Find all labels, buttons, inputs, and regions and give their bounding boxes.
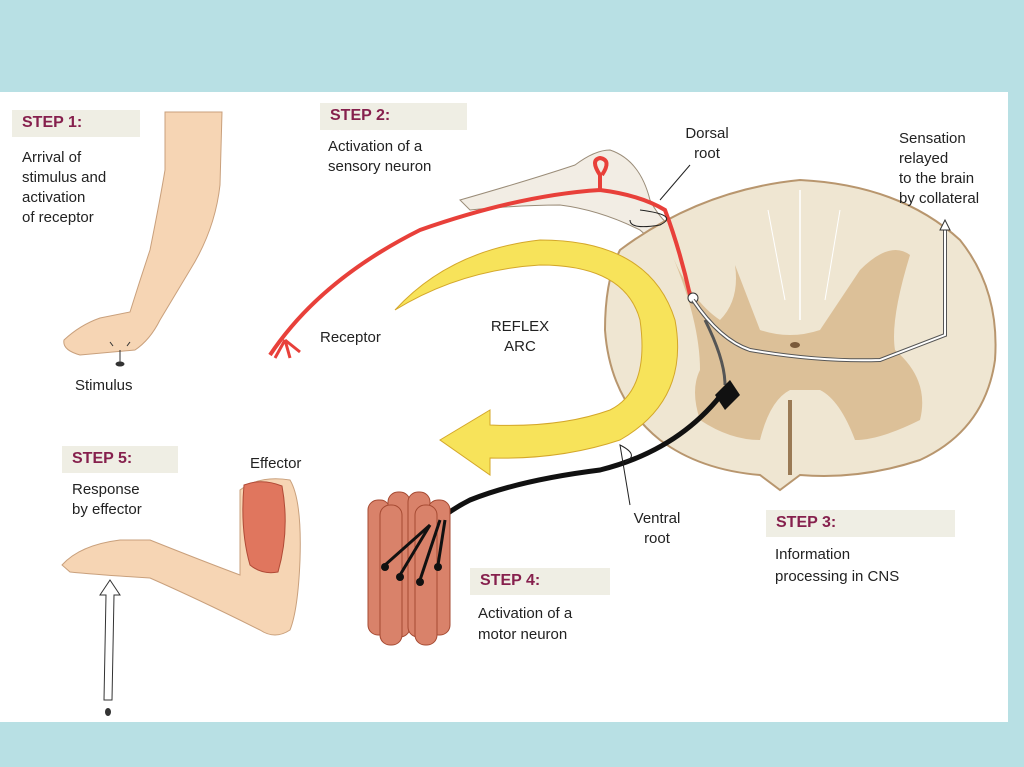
ventral-root-label: Ventral root (622, 509, 692, 549)
text-line: of receptor (22, 209, 94, 226)
arm-illustration-step5 (61, 478, 301, 636)
ventral-root-leader (619, 444, 632, 506)
dorsal-root-label: Dorsal root (672, 124, 742, 164)
step-5-label: STEP 5: (72, 450, 133, 467)
text-line: stimulus and (22, 169, 107, 186)
text-line: Information (775, 546, 851, 563)
text-line: motor neuron (478, 626, 568, 643)
text-line: Dorsal (685, 125, 729, 142)
central-canal (790, 342, 800, 348)
text-line: processing in CNS (775, 568, 900, 585)
text-line: Response (72, 481, 140, 498)
step-4-badge: STEP 4: (470, 568, 610, 595)
motor-cell-body (715, 380, 740, 410)
text-line: Ventral (633, 510, 681, 527)
step-3-description: Information processing in CNS (775, 544, 899, 588)
effector-label: Effector (250, 455, 302, 472)
reflex-arc-label: REFLEX ARC (485, 317, 555, 357)
collateral-arrow-icon (939, 218, 951, 231)
sensation-label: Sensation relayed to the brain by collat… (899, 129, 979, 209)
reflex-arc-arrow (394, 239, 679, 476)
sensory-cell-body (593, 155, 609, 190)
step-3-badge: STEP 3: (766, 510, 955, 537)
stimulus-pin-icon (109, 341, 131, 367)
sensory-neuron (268, 187, 692, 357)
text-line: sensory neuron (328, 158, 432, 175)
motor-end-plates (384, 519, 447, 581)
text-line: REFLEX (490, 318, 550, 335)
step-4-label: STEP 4: (480, 572, 541, 589)
text-line: Sensation (899, 130, 966, 147)
stimulus-label: Stimulus (75, 377, 133, 394)
step-1-description: Arrival of stimulus and activation of re… (22, 148, 106, 228)
step-1-label: STEP 1: (22, 114, 83, 131)
receptor-label: Receptor (320, 329, 381, 346)
text-line: Arrival of (22, 149, 82, 166)
step-5-description: Response by effector (72, 480, 142, 520)
dorsal-root-leader (629, 164, 691, 228)
step-4-description: Activation of a motor neuron (478, 603, 572, 645)
effector-muscle (242, 481, 286, 574)
text-line: to the brain (899, 170, 975, 187)
step-2-badge: STEP 2: (320, 103, 467, 130)
step-1-badge: STEP 1: (12, 110, 140, 137)
text-line: Activation of a (478, 605, 573, 622)
text-line: activation (22, 189, 86, 206)
muscle-fiber-bundle (367, 491, 451, 646)
arm-illustration-step1 (63, 111, 223, 356)
text-line: root (694, 145, 720, 162)
step-2-label: STEP 2: (330, 107, 391, 124)
text-line: by effector (72, 501, 142, 518)
text-line: root (644, 530, 670, 547)
text-line: by collateral (899, 190, 980, 207)
step-5-badge: STEP 5: (62, 446, 178, 473)
text-line: Activation of a (328, 138, 423, 155)
text-line: ARC (504, 338, 536, 355)
text-line: relayed (899, 150, 949, 167)
step-3-label: STEP 3: (776, 514, 837, 531)
response-arrow-icon (99, 579, 121, 716)
step-2-description: Activation of a sensory neuron (328, 137, 431, 177)
